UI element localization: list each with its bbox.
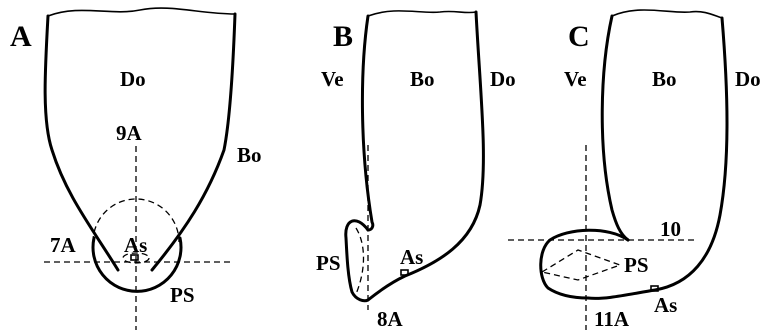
panel-b-as-square: [400, 269, 409, 276]
panel-a-9a-label: 9A: [116, 121, 143, 145]
panel-b: B Ve Bo Do PS As 8A: [316, 10, 516, 331]
panel-a-left-outline: [43, 14, 120, 272]
panel-c-top-edge: [611, 9, 723, 19]
panel-b-ps-inner-curve: [355, 227, 365, 295]
panel-a-letter: A: [10, 20, 32, 53]
panel-b-right-outline: [366, 10, 485, 302]
panel-a-dashed-circle: [92, 198, 180, 243]
panel-b-left-outline: [360, 14, 375, 232]
panel-b-bo-label: Bo: [410, 67, 435, 91]
panel-a-as-label: As: [124, 233, 147, 257]
panel-a-do-label: Do: [120, 67, 146, 91]
panel-c-ps-label: PS: [624, 253, 649, 277]
panel-a-as-square: [130, 254, 139, 261]
panel-c-ve-label: Ve: [564, 67, 587, 91]
panel-c-left-outline: [600, 14, 630, 242]
panel-c-ps-outline: [539, 228, 630, 300]
panel-a-right-outline: [150, 12, 237, 272]
panel-b-8a-label: 8A: [377, 307, 404, 331]
panel-b-do-label: Do: [490, 67, 516, 91]
panel-b-top-edge: [367, 10, 477, 17]
panel-a: A Do Bo 9A 7A As PS: [10, 7, 262, 330]
panel-c-right-outline: [586, 16, 729, 300]
panel-a-bo-label: Bo: [237, 143, 262, 167]
panel-c-ps-inner-wedge: [540, 249, 622, 281]
panel-a-7a-label: 7A: [50, 233, 77, 257]
panel-c-11a-label: 11A: [594, 307, 630, 331]
panel-b-ps-label: PS: [316, 251, 341, 275]
panel-a-ps-circle: [91, 236, 183, 293]
panel-b-as-label: As: [400, 245, 423, 269]
panel-c-bo-label: Bo: [652, 67, 677, 91]
panel-b-ps-outline: [344, 219, 370, 303]
panel-a-as-marker: [122, 252, 150, 264]
panel-b-letter: B: [333, 20, 353, 53]
panel-c-10-label: 10: [660, 217, 681, 241]
panel-c-as-label: As: [654, 293, 677, 317]
panel-b-ve-label: Ve: [321, 67, 344, 91]
panel-c-as-square: [650, 285, 659, 292]
panel-a-top-edge: [47, 7, 236, 17]
panel-c-letter: C: [568, 20, 590, 53]
panel-c: C Ve Bo Do 10 PS As 11A: [508, 9, 761, 331]
panel-a-ps-label: PS: [170, 283, 195, 307]
panel-c-do-label: Do: [735, 67, 761, 91]
